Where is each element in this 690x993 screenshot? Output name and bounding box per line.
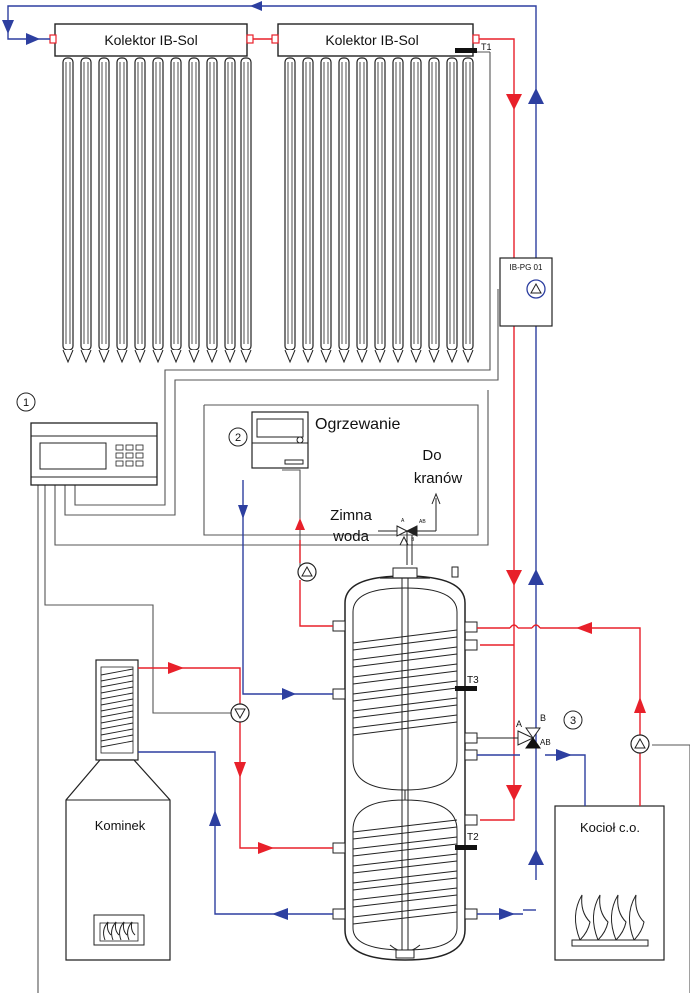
sensor-t1-icon bbox=[455, 48, 477, 53]
boiler-pump-icon bbox=[630, 734, 650, 754]
lower-heat-exchanger-coil bbox=[352, 819, 458, 925]
fireplace-label: Kominek bbox=[95, 818, 146, 833]
hot-water-tank bbox=[344, 566, 466, 961]
boiler-flow-pipe bbox=[477, 624, 641, 806]
collector-1-tubes bbox=[62, 57, 252, 363]
pump-group-label: IB-PG 01 bbox=[510, 263, 543, 272]
solar-controller[interactable] bbox=[30, 422, 158, 486]
mix-valve-port-ab: AB bbox=[419, 519, 426, 525]
marker-3-label: 3 bbox=[570, 715, 576, 727]
control-wires bbox=[37, 52, 690, 993]
collector-1-label: Kolektor IB-Sol bbox=[104, 32, 197, 48]
marker-2-label: 2 bbox=[235, 432, 241, 444]
boiler-flame-icon bbox=[575, 894, 645, 941]
marker-2 bbox=[228, 427, 248, 447]
mix-valve-port-a: A bbox=[401, 518, 405, 524]
collector-1: Kolektor IB-Sol bbox=[54, 23, 252, 363]
thermostatic-mixing-valve: A AB B bbox=[378, 492, 441, 565]
valve-port-ab: AB bbox=[540, 738, 551, 747]
controller-display bbox=[39, 442, 107, 470]
collector-2: Kolektor IB-Sol bbox=[277, 23, 474, 363]
heating-controller[interactable] bbox=[251, 411, 309, 469]
sensor-t2-label: T2 bbox=[467, 832, 479, 843]
pump-group: IB-PG 01 bbox=[499, 257, 553, 327]
sensor-t1-label: T1 bbox=[481, 42, 492, 52]
valve-port-b: B bbox=[540, 713, 546, 723]
taps-label-line2: kranów bbox=[414, 470, 463, 487]
heating-label: Ogrzewanie bbox=[315, 416, 400, 433]
pump-icon bbox=[526, 279, 546, 299]
sensor-t2-icon bbox=[455, 845, 477, 850]
taps-label-line1: Do bbox=[422, 447, 441, 464]
fireplace-pump-icon bbox=[230, 703, 250, 723]
three-way-valve[interactable]: A B AB bbox=[516, 713, 551, 749]
collector-2-tubes bbox=[284, 57, 474, 363]
fireplace-flame-icon bbox=[103, 921, 136, 941]
boiler: Kocioł c.o. bbox=[554, 805, 665, 961]
mix-valve-port-b: B bbox=[411, 537, 415, 543]
collector-2-label: Kolektor IB-Sol bbox=[325, 32, 418, 48]
cold-water-label-line2: woda bbox=[332, 528, 370, 545]
marker-3 bbox=[563, 710, 583, 730]
marker-1 bbox=[16, 392, 36, 412]
cold-water-label-line1: Zimna bbox=[330, 507, 372, 524]
controller-keypad[interactable] bbox=[115, 444, 144, 467]
heating-flow-pipe bbox=[299, 580, 333, 627]
valve-port-a: A bbox=[516, 719, 522, 729]
fireplace: Kominek bbox=[65, 659, 171, 961]
marker-1-label: 1 bbox=[23, 397, 29, 409]
heating-pump-icon bbox=[297, 562, 317, 582]
solar-flow-pipe bbox=[479, 38, 515, 821]
collector-2-header bbox=[277, 23, 474, 57]
sensor-t3-icon bbox=[455, 686, 477, 691]
sensor-t3-label: T3 bbox=[467, 675, 479, 686]
boiler-label: Kocioł c.o. bbox=[580, 820, 640, 835]
upper-heat-exchanger-coil bbox=[352, 629, 458, 736]
heating-return-pipe bbox=[242, 480, 333, 695]
